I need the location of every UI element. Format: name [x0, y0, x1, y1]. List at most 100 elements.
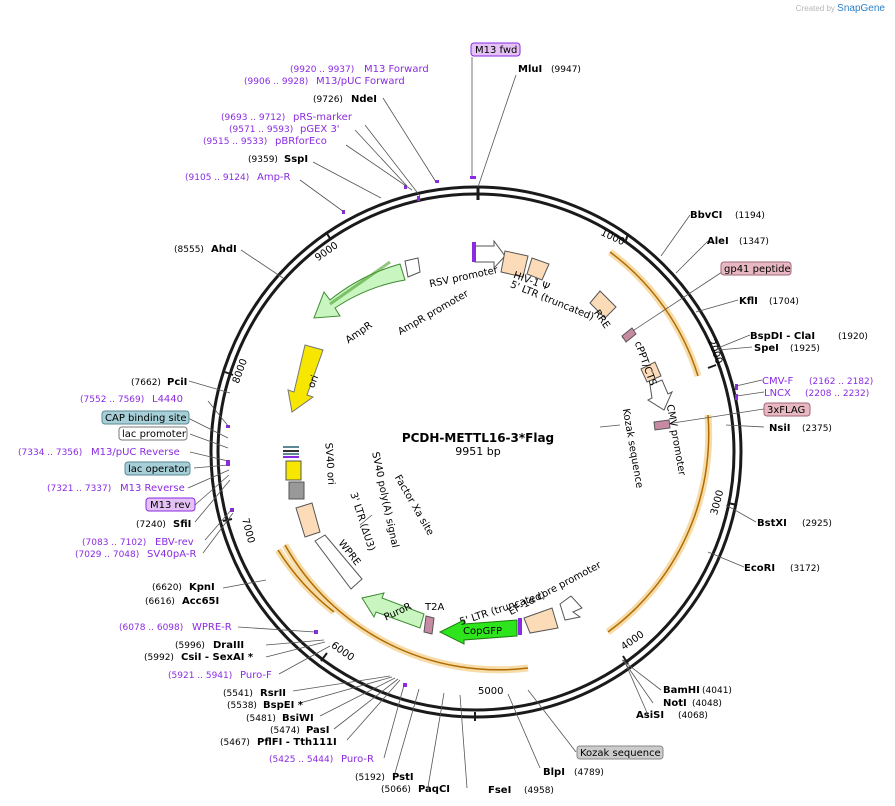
site-pos: (9726)	[313, 95, 343, 105]
ltr-5-top	[500, 250, 529, 278]
site-name: BspDI - ClaI	[750, 331, 815, 342]
plasmid-name: PCDH-METTL16-3*Flag	[402, 431, 554, 445]
site-name: DraIII	[213, 640, 244, 651]
orf-highlights	[275, 249, 713, 674]
site-pos: (1347)	[739, 237, 769, 247]
primer-name: M13 Reverse	[120, 483, 185, 494]
wpre-box	[314, 534, 363, 590]
hiv-psi-box	[526, 257, 550, 281]
site-pos: (4789)	[574, 768, 604, 778]
primer-name: M13/pUC Reverse	[91, 447, 180, 458]
site-pos: (1194)	[735, 211, 765, 221]
label-3ltr: 3' LTR (ΔU3)	[347, 491, 376, 553]
site-name: RsrII	[260, 688, 286, 699]
tick-label: 3000	[709, 489, 726, 516]
site-name: NdeI	[351, 94, 377, 105]
orf-highlight-top-right	[607, 249, 702, 378]
label-ef1a: EF-1α core promoter	[507, 559, 604, 618]
site-name: BlpI	[543, 767, 565, 778]
primer-name: M13/pUC Forward	[316, 76, 405, 87]
site-name: PflFI - Tth111I	[257, 737, 337, 748]
tick-label: 2000	[705, 338, 724, 366]
label-ampr-promoter: AmpR promoter	[396, 288, 471, 338]
site-pos: (6620)	[152, 583, 182, 593]
primer-name: LNCX	[764, 388, 791, 399]
primer-name: WPRE-R	[192, 622, 232, 633]
site-pos: (1920)	[838, 332, 868, 342]
primer-name: pGEX 3'	[300, 124, 340, 135]
primer-pos: (7334 .. 7356)	[18, 448, 82, 458]
site-pos: (5996)	[175, 641, 205, 651]
site-name: NsiI	[769, 423, 790, 434]
boxed-labels[interactable]: M13 fwd gp41 peptide 3xFLAG CAP binding …	[101, 42, 811, 760]
ampr-promoter-arrow	[404, 257, 421, 278]
primer-pos: (5921 .. 5941)	[168, 671, 232, 681]
site-name: PstI	[392, 772, 414, 783]
flag-label: 3xFLAG	[767, 405, 805, 416]
site-pos: (5467)	[220, 738, 250, 748]
site-name: PasI	[306, 725, 329, 736]
site-name: FseI	[488, 785, 511, 796]
watermark-brand: SnapGene	[837, 3, 885, 14]
restriction-sites[interactable]: MluI (9947) (9726) NdeI (9359) SspI (855…	[131, 64, 868, 796]
site-name: AsiSI	[636, 710, 664, 721]
orf-arrow-4	[277, 549, 335, 613]
site-pos: (1925)	[790, 344, 820, 354]
site-name: BamHI	[663, 685, 700, 696]
plasmid-length: 9951 bp	[455, 445, 500, 458]
m13-rev-box	[145, 497, 196, 512]
site-pos: (3172)	[790, 564, 820, 574]
gp41-label: gp41 peptide	[724, 264, 791, 275]
primer-labels[interactable]: (9920 .. 9937) M13 Forward (9906 .. 9928…	[18, 64, 873, 765]
site-name: PaqCI	[418, 784, 450, 795]
watermark-prefix: Created by	[795, 4, 835, 13]
site-pos: (5192)	[355, 773, 385, 783]
m13-fwd-box	[470, 42, 521, 57]
site-name: MluI	[518, 64, 542, 75]
site-pos: (7240)	[136, 520, 166, 530]
tick-label: 7000	[239, 517, 256, 544]
site-name: CsiI - SexAI *	[181, 652, 254, 663]
label-5ltr-top: 5' LTR (truncated)	[508, 279, 595, 323]
site-name: BbvCI	[690, 210, 722, 221]
site-name: SfiI	[173, 519, 191, 530]
sv40-ori-box	[288, 481, 305, 500]
primer-name: pBRforEco	[275, 136, 327, 147]
site-name: BspEI *	[263, 700, 304, 711]
label-ampr: AmpR	[344, 320, 375, 346]
primer-pos: (7321 .. 7337)	[47, 484, 111, 494]
site-pos: (9947)	[551, 65, 581, 75]
tick-label: 5000	[478, 686, 503, 697]
puror-arrow	[361, 592, 425, 629]
primer-pos: (2208 .. 2232)	[805, 389, 869, 399]
primer-pos: (9515 .. 9533)	[203, 137, 267, 147]
kozak-label: Kozak sequence	[580, 748, 661, 759]
site-pos: (5538)	[227, 701, 257, 711]
primer-name: Amp-R	[257, 172, 291, 183]
backbone-inner	[216, 192, 736, 712]
site-pos: (5992)	[144, 653, 174, 663]
site-pos: (9359)	[248, 155, 278, 165]
primer-pos: (7552 .. 7569)	[80, 395, 144, 405]
primer-pos: (9906 .. 9928)	[244, 77, 308, 87]
site-pos: (5541)	[223, 689, 253, 699]
flag-box	[763, 402, 811, 417]
site-pos: (2375)	[802, 424, 832, 434]
primer-pos: (9571 .. 9593)	[229, 125, 293, 135]
rsv-promoter-arrow	[474, 239, 506, 270]
primer-name: CMV-F	[762, 376, 793, 387]
site-name: KpnI	[189, 582, 215, 593]
site-name: SspI	[284, 154, 308, 165]
site-name: AleI	[707, 236, 729, 247]
kozak-box	[576, 745, 664, 760]
primer-pos: (9920 .. 9937)	[290, 65, 354, 75]
primer-pos: (7029 .. 7048)	[75, 550, 139, 560]
primer-name: EBV-rev	[155, 537, 194, 548]
label-sv40-ori: SV40 ori	[322, 442, 336, 485]
site-pos: (5481)	[246, 714, 276, 724]
primer-pos: (2162 .. 2182)	[809, 377, 873, 387]
primer-pos: (9693 .. 9712)	[221, 113, 285, 123]
orf-arrow-3	[284, 544, 529, 671]
orf-arrow-2	[607, 414, 710, 633]
